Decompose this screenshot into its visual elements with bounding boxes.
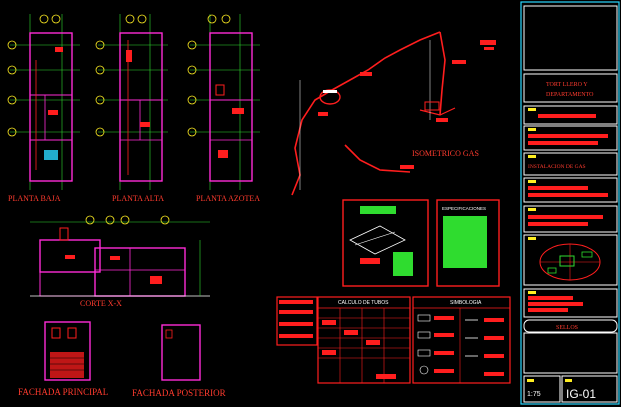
- sheet-number: IG-01: [566, 387, 596, 401]
- company-line-1: TORT LLERO Y: [546, 82, 588, 88]
- facade-title-posterior: FACHADA POSTERIOR: [132, 388, 226, 398]
- plan-title-planta-baja: PLANTA BAJA: [8, 194, 61, 203]
- table-header: CALCULO DE TUBOS: [338, 300, 389, 306]
- plan-planta-azotea: PLANTA AZOTEA: [187, 14, 260, 203]
- symbols-header: SIMBOLOGIA: [450, 300, 482, 306]
- plan-planta-baja: PLANTA BAJA: [7, 14, 80, 203]
- section-corte-xx: CORTE X-X: [30, 215, 210, 308]
- facade-posterior: FACHADA POSTERIOR: [132, 324, 226, 398]
- seals-label: SELLOS: [556, 325, 578, 331]
- pipe-calculation-tables: CALCULO DE TUBOS SIMBOLOGIA: [276, 296, 511, 384]
- plan-title-planta-azotea: PLANTA AZOTEA: [196, 194, 260, 203]
- title-block: TORT LLERO Y DEPARTAMENTO INSTALACION DE…: [520, 1, 620, 405]
- specs-header: ESPECIFICACIONES: [442, 206, 486, 211]
- isometric-gas-diagram: ISOMETRICO GAS: [291, 31, 496, 196]
- facade-title-principal: FACHADA PRINCIPAL: [18, 387, 108, 397]
- scale-value: 1:75: [527, 391, 541, 398]
- specifications-box: ESPECIFICACIONES: [436, 199, 500, 287]
- company-line-2: DEPARTAMENTO: [546, 92, 594, 98]
- isometric-title: ISOMETRICO GAS: [412, 149, 479, 158]
- facade-principal: FACHADA PRINCIPAL: [18, 321, 108, 397]
- plan-planta-alta: PLANTA ALTA: [95, 14, 168, 203]
- detail-box: [342, 199, 429, 287]
- subject-text: INSTALACION DE GAS: [528, 164, 586, 170]
- section-title: CORTE X-X: [80, 299, 122, 308]
- plan-title-planta-alta: PLANTA ALTA: [112, 194, 164, 203]
